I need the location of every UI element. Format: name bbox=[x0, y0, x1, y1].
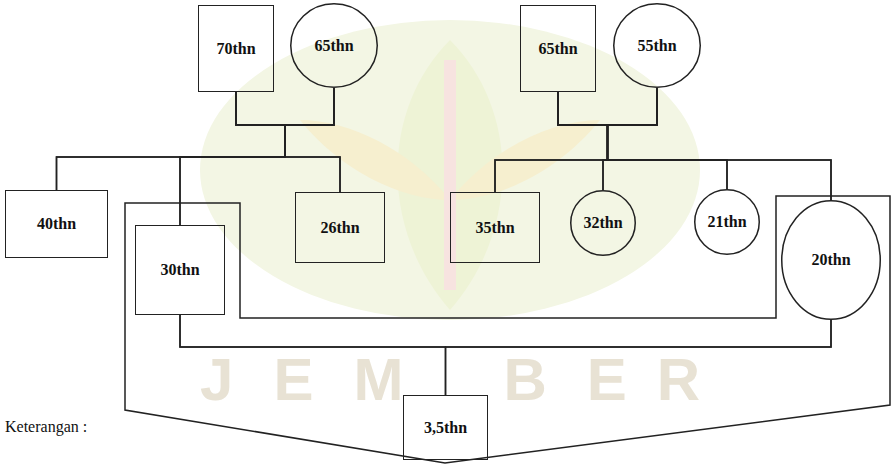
descent-line bbox=[57, 88, 335, 190]
male-square: 40thn bbox=[5, 190, 108, 258]
age-label: 35thn bbox=[475, 219, 514, 237]
age-label: 20thn bbox=[811, 251, 850, 269]
descent-line bbox=[608, 88, 728, 189]
household-boundary bbox=[125, 196, 890, 463]
descent-line bbox=[495, 88, 657, 192]
descent-line bbox=[180, 92, 285, 225]
descent-line bbox=[558, 92, 727, 189]
male-square: 3,5thn bbox=[403, 395, 488, 460]
age-label: 26thn bbox=[320, 219, 359, 237]
marriage-line bbox=[180, 315, 831, 347]
descent-line bbox=[495, 92, 608, 192]
descent-line bbox=[285, 88, 340, 192]
descent-line bbox=[558, 92, 831, 200]
watermark-emblem bbox=[200, 20, 700, 320]
marriage-line bbox=[236, 88, 334, 125]
age-label: 40thn bbox=[37, 215, 76, 233]
male-square: 26thn bbox=[295, 192, 385, 263]
female-circle: 21thn bbox=[694, 189, 760, 255]
male-square: 30thn bbox=[135, 225, 225, 315]
age-label: 55thn bbox=[637, 37, 676, 55]
descent-line bbox=[558, 92, 608, 190]
age-label: 70thn bbox=[216, 40, 255, 58]
age-label: 21thn bbox=[707, 213, 746, 231]
descent-line bbox=[180, 315, 446, 395]
age-label: 30thn bbox=[160, 261, 199, 279]
female-circle: 20thn bbox=[781, 200, 881, 320]
male-square: 35thn bbox=[450, 192, 540, 263]
female-circle: 55thn bbox=[613, 3, 701, 88]
descent-line bbox=[57, 92, 286, 190]
descent-line bbox=[603, 88, 657, 190]
female-circle: 65thn bbox=[290, 3, 378, 88]
descent-line bbox=[236, 92, 340, 192]
age-label: 65thn bbox=[538, 40, 577, 58]
age-label: 32thn bbox=[583, 214, 622, 232]
marriage-line bbox=[558, 88, 657, 125]
male-square: 65thn bbox=[520, 5, 596, 92]
age-label: 3,5thn bbox=[424, 419, 467, 437]
descent-line bbox=[446, 320, 832, 395]
age-label: 65thn bbox=[314, 37, 353, 55]
watermark-text: JEMBER bbox=[200, 346, 700, 413]
female-circle: 32thn bbox=[570, 190, 636, 256]
legend-heading: Keterangan : bbox=[5, 418, 87, 436]
descent-line bbox=[608, 88, 832, 200]
male-square: 70thn bbox=[198, 5, 274, 92]
